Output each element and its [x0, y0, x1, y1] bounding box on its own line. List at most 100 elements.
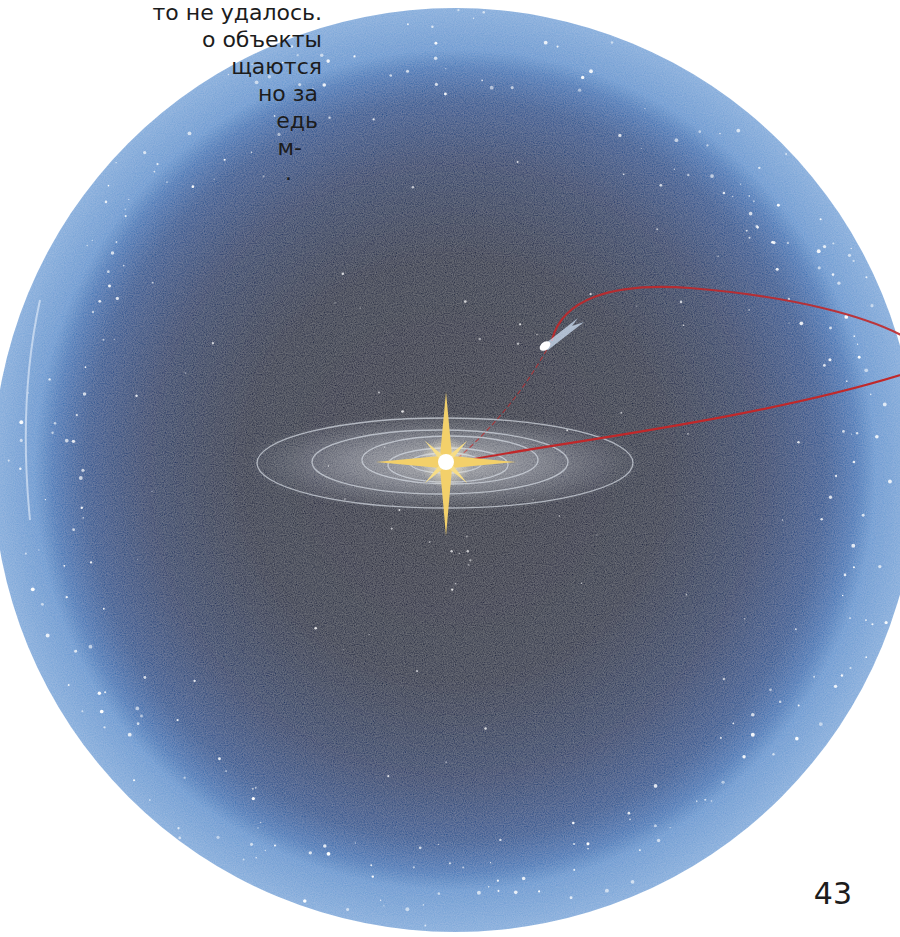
star-dot — [657, 839, 660, 842]
star-dot — [438, 892, 441, 895]
star-dot — [748, 309, 750, 311]
star-dot — [185, 372, 187, 374]
star-dot — [85, 366, 87, 368]
star-dot — [108, 185, 110, 187]
star-dot — [538, 890, 540, 892]
body-text-fragment: но за — [258, 81, 318, 107]
star-dot — [578, 89, 581, 92]
star-dot — [342, 272, 345, 275]
star-dot — [66, 596, 68, 598]
star-dot — [573, 869, 575, 871]
star-dot — [107, 270, 110, 273]
star-dot — [464, 300, 467, 303]
star-dot — [835, 475, 837, 477]
star-dot — [644, 108, 645, 109]
star-dot — [265, 850, 266, 851]
star-dot — [687, 433, 689, 435]
star-dot — [748, 237, 750, 239]
star-dot — [795, 628, 797, 630]
star-dot — [631, 880, 635, 884]
star-dot — [123, 265, 125, 267]
star-dot — [740, 183, 741, 184]
star-dot — [451, 589, 453, 591]
star-dot — [257, 827, 258, 828]
star-dot — [103, 608, 105, 610]
star-dot — [771, 241, 773, 243]
star-dot — [466, 535, 468, 537]
star-dot — [224, 159, 226, 161]
body-text-fragment: едь — [276, 108, 318, 134]
star-dot — [721, 781, 724, 784]
star-field — [8, 9, 900, 927]
star-dot — [744, 618, 745, 619]
star-dot — [193, 680, 195, 682]
star-dot — [100, 710, 104, 714]
star-dot — [303, 899, 307, 903]
star-dot — [785, 153, 787, 155]
star-dot — [412, 186, 414, 188]
star-dot — [618, 134, 621, 137]
star-dot — [589, 293, 591, 295]
star-dot — [844, 574, 847, 577]
star-dot — [343, 649, 344, 650]
star-dot — [769, 688, 772, 691]
star-dot — [864, 368, 868, 372]
star-dot — [183, 777, 185, 779]
star-dot — [116, 297, 119, 300]
star-dot — [346, 908, 349, 911]
star-dot — [572, 822, 575, 825]
star-dot — [191, 185, 194, 188]
star-dot — [108, 285, 111, 288]
star-dot — [629, 818, 631, 820]
star-dot — [683, 324, 685, 326]
star-dot — [19, 467, 21, 469]
star-dot — [581, 583, 582, 584]
star-dot — [92, 311, 94, 313]
star-dot — [858, 356, 861, 359]
star-dot — [851, 544, 855, 548]
star-dot — [732, 722, 734, 724]
star-dot — [828, 358, 831, 361]
star-dot — [98, 691, 101, 694]
star-dot — [587, 848, 589, 850]
star-dot — [720, 737, 722, 739]
star-dot — [104, 691, 106, 693]
star-dot — [214, 179, 215, 180]
body-text-fragment: о объекты — [202, 27, 322, 53]
star-dot — [225, 770, 227, 772]
star-dot — [444, 93, 447, 96]
star-dot — [497, 880, 499, 882]
star-dot — [813, 676, 815, 678]
star-dot — [153, 171, 155, 173]
star-dot — [589, 69, 593, 73]
star-dot — [243, 859, 245, 861]
star-dot — [871, 623, 873, 625]
star-dot — [326, 59, 330, 63]
star-dot — [25, 553, 27, 555]
star-dot — [852, 260, 854, 262]
star-dot — [72, 440, 75, 443]
star-dot — [488, 886, 490, 888]
star-dot — [79, 476, 83, 480]
star-dot — [450, 550, 453, 553]
star-dot — [429, 541, 431, 543]
star-dot — [823, 245, 826, 248]
star-dot — [435, 83, 438, 86]
star-dot — [188, 131, 192, 135]
star-dot — [883, 402, 887, 406]
star-dot — [490, 86, 494, 90]
star-dot — [698, 130, 701, 133]
star-dot — [834, 685, 837, 688]
star-dot — [391, 528, 393, 530]
star-dot — [483, 11, 485, 13]
star-dot — [817, 249, 821, 253]
star-dot — [832, 242, 834, 244]
star-dot — [438, 844, 439, 845]
star-dot — [133, 779, 135, 781]
star-dot — [458, 553, 460, 555]
star-dot — [149, 799, 150, 800]
sun — [376, 392, 516, 536]
star-dot — [756, 226, 759, 229]
star-dot — [353, 55, 355, 57]
star-dot — [445, 761, 447, 763]
